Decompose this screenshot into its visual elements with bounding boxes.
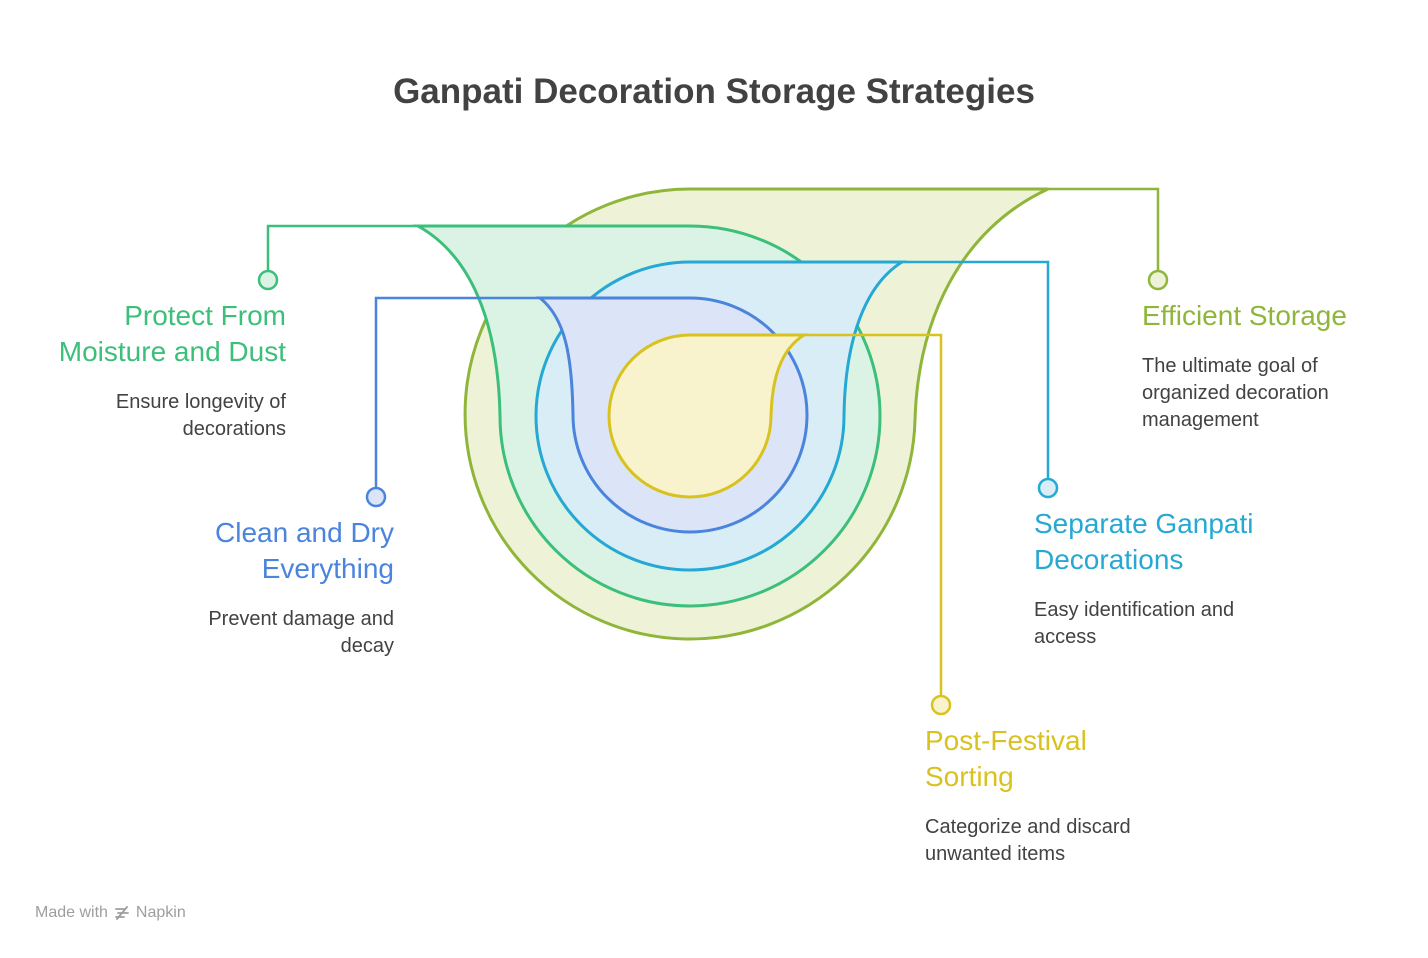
protect-title-line2: Moisture and Dust [58, 336, 286, 367]
sorting-title: Post-Festival Sorting [925, 723, 1245, 795]
efficient-title: Efficient Storage [1142, 298, 1412, 334]
separate-title-line2: Decorations [1034, 544, 1184, 575]
sorting-desc-line1: Categorize and discard [925, 816, 1131, 838]
efficient-desc-line3: management [1142, 409, 1259, 431]
marker-separate [1037, 477, 1059, 499]
separate-desc-line2: access [1034, 626, 1097, 648]
protect-desc-line1: Ensure longevity of [115, 391, 286, 413]
connector-clean [374, 296, 540, 487]
clean-title-line1: Clean and Dry [215, 517, 394, 548]
clean-title: Clean and Dry Everything [94, 515, 394, 587]
sorting-title-line1: Post-Festival [925, 725, 1087, 756]
protect-title-line1: Protect From [124, 300, 286, 331]
page-title: Ganpati Decoration Storage Strategies [393, 72, 1035, 111]
separate-desc-line1: Easy identification and [1034, 599, 1235, 621]
connector-efficient [1048, 187, 1160, 270]
efficient-desc-line1: The ultimate goal of [1142, 355, 1318, 377]
marker-clean [365, 486, 387, 508]
clean-title-line2: Everything [261, 553, 394, 584]
napkin-brand-label: Napkin [135, 904, 186, 921]
napkin-logo-icon [115, 906, 129, 920]
clean-desc-line1: Prevent damage and [208, 608, 394, 630]
connector-protect [266, 224, 418, 270]
sorting-title-line2: Sorting [925, 761, 1014, 792]
separate-title: Separate Ganpati Decorations [1034, 506, 1354, 578]
connector-sorting [804, 333, 943, 695]
protect-desc-line2: decorations [182, 418, 286, 440]
marker-sorting [930, 694, 952, 716]
protect-title: Protect From Moisture and Dust [0, 298, 286, 370]
separate-title-line1: Separate Ganpati [1034, 508, 1254, 539]
separate-description: Easy identification and access [1034, 597, 1354, 651]
protect-description: Ensure longevity of decorations [0, 389, 286, 443]
marker-protect [257, 269, 279, 291]
made-with-label: Made with [35, 904, 108, 921]
footer-branding: Made with Napkin [35, 904, 186, 922]
connector-separate [902, 260, 1050, 478]
clean-description: Prevent damage and decay [94, 606, 394, 660]
efficient-description: The ultimate goal of organized decoratio… [1142, 353, 1412, 434]
clean-desc-line2: decay [340, 635, 394, 657]
layer-sorting [607, 333, 810, 499]
sorting-description: Categorize and discard unwanted items [925, 814, 1245, 868]
efficient-title-line1: Efficient Storage [1142, 300, 1347, 331]
marker-efficient [1147, 269, 1169, 291]
efficient-desc-line2: organized decoration [1142, 382, 1329, 404]
sorting-desc-line2: unwanted items [925, 843, 1066, 865]
